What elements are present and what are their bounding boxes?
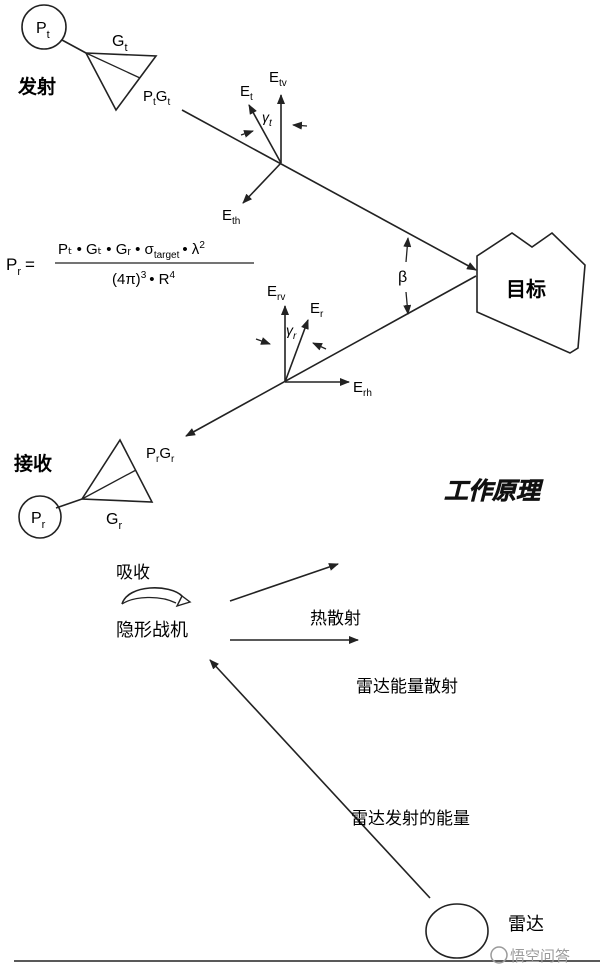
stealth-section: 吸收 隐形战机 热散射 雷达能量散射 雷达发射的能量 雷达 悟空问答 <box>14 563 600 965</box>
absorb-curve-bottom <box>121 596 177 605</box>
radar-emission-arrow <box>209 659 431 899</box>
absorb-curve-top <box>121 587 183 605</box>
gamma-t-tick-left <box>240 130 254 138</box>
absorb-label: 吸收 <box>116 563 150 583</box>
gamma-t-tick <box>292 121 308 130</box>
receive-antenna-inner-line <box>81 469 137 500</box>
erv-label: Erv <box>267 283 285 303</box>
er-arrow <box>284 319 309 383</box>
eth-arrow <box>242 162 282 204</box>
transmit-label: 发射 <box>17 75 56 98</box>
pt-feed-line <box>61 39 87 54</box>
receiver-group: PrGr Pr Gr 接收 <box>14 438 175 539</box>
radar-equation: Pr= Pₜ • Gₜ • Gᵣ • σtarget• λ2 (4π)3• R4 <box>6 240 254 288</box>
radar-label: 雷达 <box>508 914 544 935</box>
pt-label: Pt <box>36 20 50 41</box>
pr-label: Pr <box>31 510 46 531</box>
thermal-scatter-label: 热散射 <box>310 609 361 629</box>
beta-arrow-down <box>403 291 412 315</box>
gamma-r-label: γr <box>286 322 297 342</box>
gamma-t-label: γt <box>262 109 273 129</box>
formula-lhs: Pr= <box>6 255 35 278</box>
etv-label: Etv <box>269 69 287 89</box>
formula-denominator: (4π)3• R4 <box>112 270 176 288</box>
beta-label: β <box>398 269 407 286</box>
receive-antenna <box>80 438 154 503</box>
et-label: Et <box>240 83 253 103</box>
pr-circle <box>18 495 62 539</box>
ptgt-label: PtGt <box>143 88 170 108</box>
watermark-icon <box>490 946 508 964</box>
target-group: 目标 <box>476 231 586 354</box>
stealth-fighter-label: 隐形战机 <box>116 620 188 641</box>
er-label: Er <box>310 300 324 320</box>
radar-dish <box>425 903 489 959</box>
radar-emit-energy-label: 雷达发射的能量 <box>351 809 470 829</box>
absorb-arrowhead <box>175 594 192 608</box>
gt-label: Gt <box>112 33 128 54</box>
prgr-label: PrGr <box>146 445 175 465</box>
et-arrow <box>248 104 282 164</box>
pt-circle <box>21 4 67 50</box>
receive-label: 接收 <box>14 452 52 475</box>
transmit-polarization: Et Etv γt Eth <box>222 69 308 227</box>
target-label: 目标 <box>506 277 546 301</box>
target-shape <box>476 231 586 354</box>
beta-arrow-up <box>403 237 412 263</box>
gamma-r-tick-right <box>312 342 327 351</box>
gr-label: Gr <box>106 511 122 532</box>
receive-polarization: Erv Er γr Erh <box>255 283 372 399</box>
beta-angle: β <box>398 237 412 315</box>
erh-label: Erh <box>353 379 372 399</box>
eth-label: Eth <box>222 207 240 227</box>
watermark-text: 悟空问答 <box>510 947 570 965</box>
transmitter-group: Pt Gt 发射 PtGt <box>17 4 170 112</box>
transmit-beam-arrow <box>181 109 477 271</box>
gamma-r-tick-left <box>255 337 271 345</box>
transmit-antenna <box>84 52 158 112</box>
formula-numerator: Pₜ • Gₜ • Gᵣ • σtarget• λ2 <box>58 240 205 261</box>
return-beam-arrow <box>185 275 477 437</box>
reflect-arrow-upper <box>229 563 339 602</box>
radar-energy-scatter-label: 雷达能量散射 <box>356 677 458 697</box>
pr-feed-line <box>55 498 83 509</box>
working-principle-title: 工作原理 <box>444 477 544 505</box>
transmit-antenna-inner-line <box>85 52 141 79</box>
